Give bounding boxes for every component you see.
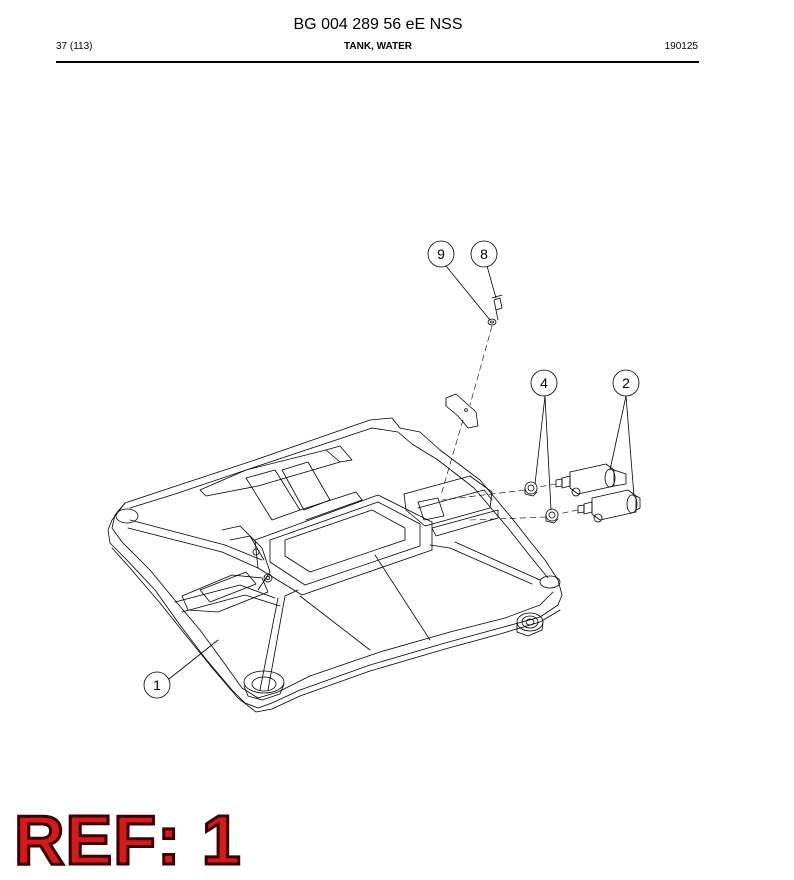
section-title: TANK, WATER bbox=[344, 41, 412, 52]
washer-pump-upper bbox=[555, 463, 627, 497]
svg-text:4: 4 bbox=[540, 375, 548, 391]
water-tank bbox=[107, 417, 563, 713]
bolt bbox=[491, 294, 503, 321]
grommet-upper bbox=[524, 481, 538, 497]
document-number: BG 004 289 56 eE NSS bbox=[293, 16, 463, 33]
callout-leaders bbox=[168, 265, 635, 680]
assembly-lines bbox=[440, 325, 579, 521]
callout-2: 2 bbox=[612, 369, 640, 397]
svg-text:9: 9 bbox=[437, 246, 445, 262]
callout-8: 8 bbox=[470, 240, 498, 268]
callout-4: 4 bbox=[530, 369, 558, 397]
washer-pump-lower bbox=[577, 489, 641, 523]
page-number: 37 (113) bbox=[56, 41, 93, 52]
svg-text:8: 8 bbox=[480, 246, 488, 262]
grommet-lower bbox=[545, 508, 559, 524]
callout-9: 9 bbox=[427, 240, 455, 268]
header-rule bbox=[56, 61, 699, 63]
callout-1: 1 bbox=[143, 671, 171, 699]
revision-date: 190125 bbox=[664, 41, 698, 52]
svg-text:1: 1 bbox=[153, 677, 161, 693]
mounting-bracket bbox=[445, 393, 479, 429]
reference-label: REF: 1 bbox=[13, 800, 243, 880]
nut bbox=[487, 318, 497, 326]
svg-text:2: 2 bbox=[622, 375, 630, 391]
